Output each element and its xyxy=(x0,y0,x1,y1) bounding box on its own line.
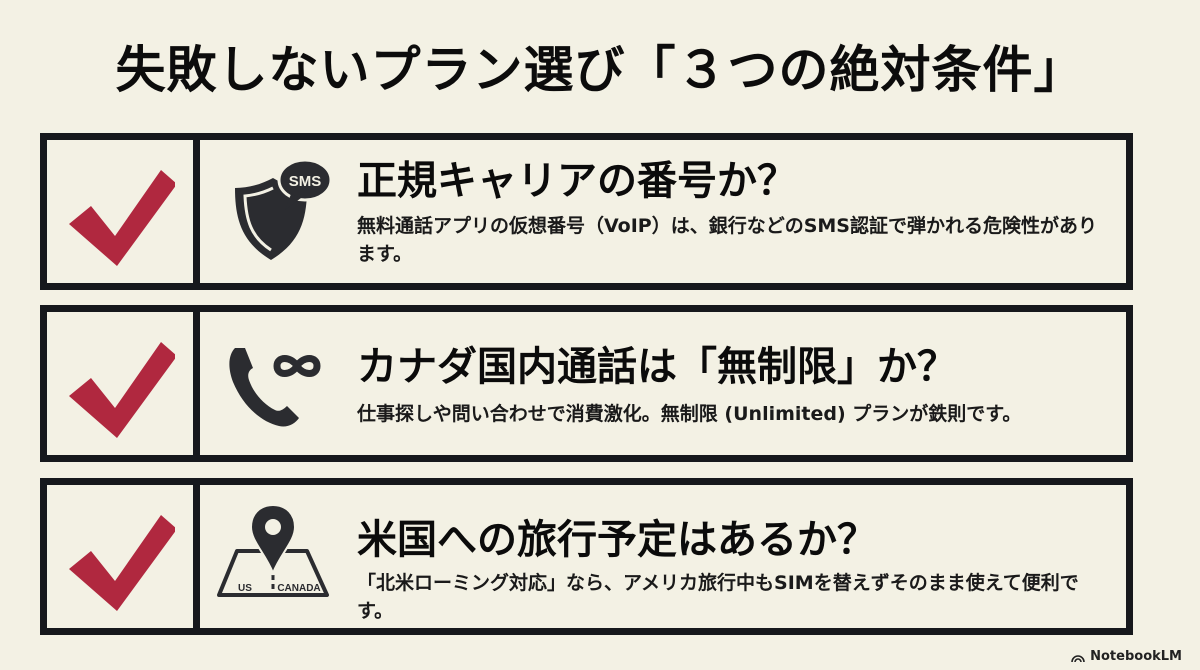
condition-description: 「北米ローミング対応」なら、アメリカ旅行中もSIMを替えずそのまま使えて便利です… xyxy=(357,572,1079,622)
page-title: 失敗しないプラン選び「３つの絶対条件」 xyxy=(115,41,1085,99)
condition-heading: 米国への旅行予定はあるか？ xyxy=(357,517,877,563)
condition-row-3: US CANADA 米国への旅行予定はあるか？ 「北米ローミング対応」なら、アメ… xyxy=(40,478,1133,635)
map-pin-icon: US CANADA xyxy=(215,485,345,628)
condition-heading: カナダ国内通話は「無制限」か？ xyxy=(357,344,957,390)
brand-label: NotebookLM xyxy=(1090,649,1182,664)
checkmark-icon xyxy=(69,170,175,266)
notebooklm-logo-icon xyxy=(1071,654,1085,662)
condition-description: 無料通話アプリの仮想番号（VoIP）は、銀行などのSMS認証で弾かれる危険性があ… xyxy=(357,215,1097,265)
svg-text:US: US xyxy=(238,583,252,594)
condition-row-2: カナダ国内通話は「無制限」か？ 仕事探しや問い合わせで消費激化。無制限 (Unl… xyxy=(40,305,1133,462)
condition-row-1: SMS 正規キャリアの番号か？ 無料通話アプリの仮想番号（VoIP）は、銀行など… xyxy=(40,133,1133,290)
check-cell xyxy=(47,485,200,628)
svg-text:SMS: SMS xyxy=(289,173,322,190)
check-cell xyxy=(47,140,200,283)
shield-sms-icon: SMS xyxy=(217,140,347,283)
checkmark-icon xyxy=(69,342,175,438)
condition-heading: 正規キャリアの番号か？ xyxy=(357,158,797,204)
condition-description: 仕事探しや問い合わせで消費激化。無制限 (Unlimited) プランが鉄則です… xyxy=(357,403,1022,425)
svg-text:CANADA: CANADA xyxy=(277,583,320,594)
checkmark-icon xyxy=(69,515,175,611)
phone-infinity-icon xyxy=(217,312,347,455)
check-cell xyxy=(47,312,200,455)
footer-brand: NotebookLM xyxy=(1071,649,1182,664)
